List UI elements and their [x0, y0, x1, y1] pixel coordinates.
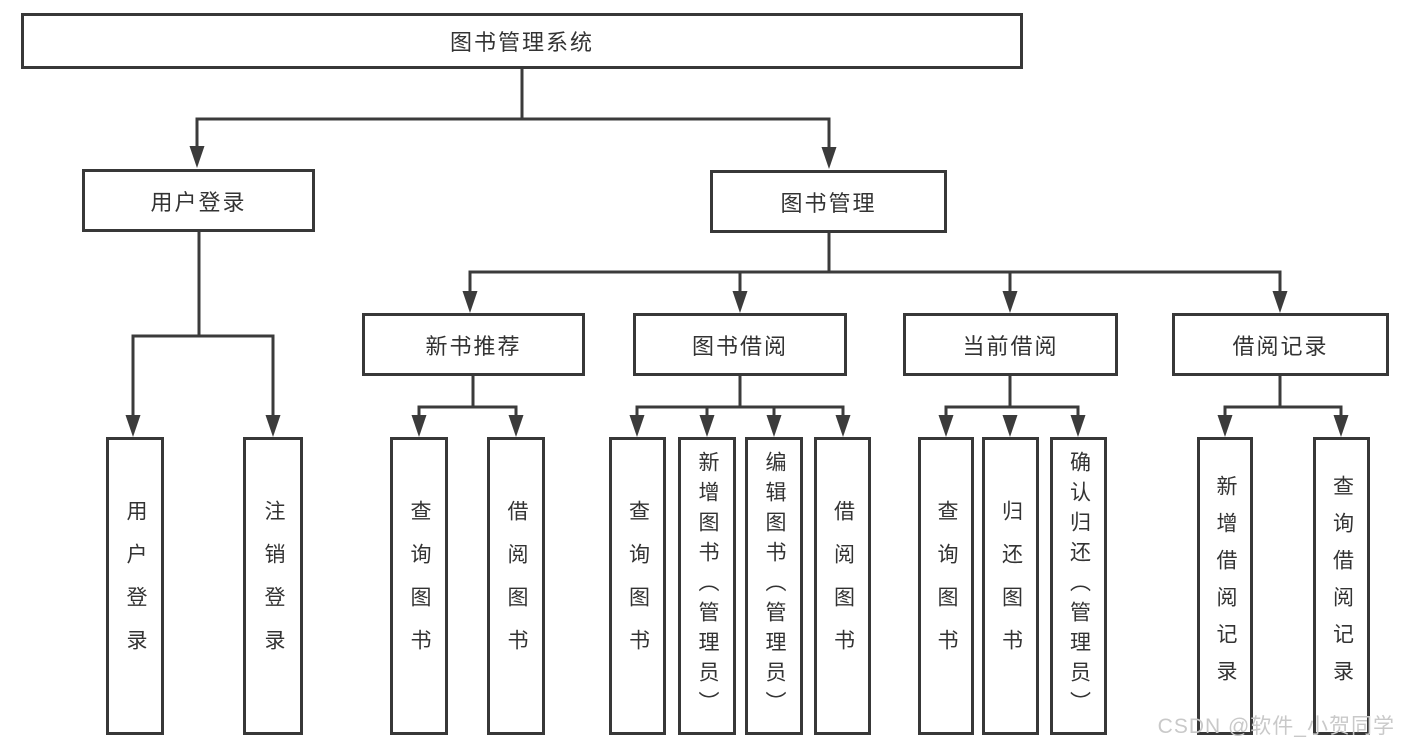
connector-arrowheads [125, 146, 1349, 437]
csdn-watermark: CSDN @软件_小贺同学 [1157, 715, 1395, 738]
node-current-borrowing-label: 当前借阅 [962, 333, 1059, 359]
leaf-bb-query-books: 查询图书 [609, 437, 666, 735]
leaf-br-query-record-label: 查询借阅记录 [1330, 475, 1354, 697]
leaf-cb-query-books-label: 查询图书 [935, 500, 958, 672]
leaf-bb-edit-books-admin: 编辑图书（管理员） [745, 437, 803, 735]
leaf-user-login: 用户登录 [106, 437, 164, 735]
node-book-borrowing-label: 图书借阅 [691, 333, 788, 359]
leaf-cb-return-books: 归还图书 [982, 437, 1039, 735]
leaf-nbr-query-books-label: 查询图书 [408, 500, 431, 672]
leaf-cb-return-books-label: 归还图书 [999, 500, 1023, 672]
connector-paths [131, 69, 1343, 419]
leaf-br-add-record-label: 新增借阅记录 [1214, 475, 1237, 697]
leaf-cb-query-books: 查询图书 [918, 437, 974, 735]
leaf-bb-edit-books-admin-label: 编辑图书（管理员） [763, 451, 786, 721]
leaf-logout: 注销登录 [243, 437, 303, 735]
node-book-management: 图书管理 [710, 170, 947, 233]
node-book-management-label: 图书管理 [780, 190, 877, 216]
leaf-br-add-record: 新增借阅记录 [1197, 437, 1253, 735]
node-root-label: 图书管理系统 [449, 30, 594, 55]
leaf-nbr-borrow-books-label: 借阅图书 [505, 500, 528, 672]
node-new-book-recommendation: 新书推荐 [362, 313, 585, 376]
leaf-cb-confirm-return-admin: 确认归还（管理员） [1050, 437, 1107, 735]
node-user-login: 用户登录 [82, 169, 315, 232]
leaf-logout-label: 注销登录 [262, 500, 285, 672]
leaf-nbr-query-books: 查询图书 [390, 437, 448, 735]
leaf-bb-borrow-books-label: 借阅图书 [831, 500, 855, 672]
leaf-bb-borrow-books: 借阅图书 [814, 437, 871, 735]
leaf-nbr-borrow-books: 借阅图书 [487, 437, 545, 735]
leaf-br-query-record: 查询借阅记录 [1313, 437, 1370, 735]
leaf-bb-query-books-label: 查询图书 [626, 500, 650, 672]
leaf-bb-add-books-admin: 新增图书（管理员） [678, 437, 736, 735]
node-book-borrowing: 图书借阅 [633, 313, 847, 376]
node-borrowing-records-label: 借阅记录 [1232, 333, 1329, 359]
node-borrowing-records: 借阅记录 [1172, 313, 1389, 376]
node-root: 图书管理系统 [21, 13, 1023, 69]
node-new-book-recommendation-label: 新书推荐 [425, 333, 522, 359]
node-user-login-label: 用户登录 [150, 189, 247, 215]
leaf-user-login-label: 用户登录 [124, 500, 147, 672]
leaf-bb-add-books-admin-label: 新增图书（管理员） [696, 451, 719, 721]
node-current-borrowing: 当前借阅 [903, 313, 1118, 376]
leaf-cb-confirm-return-admin-label: 确认归还（管理员） [1067, 451, 1091, 721]
